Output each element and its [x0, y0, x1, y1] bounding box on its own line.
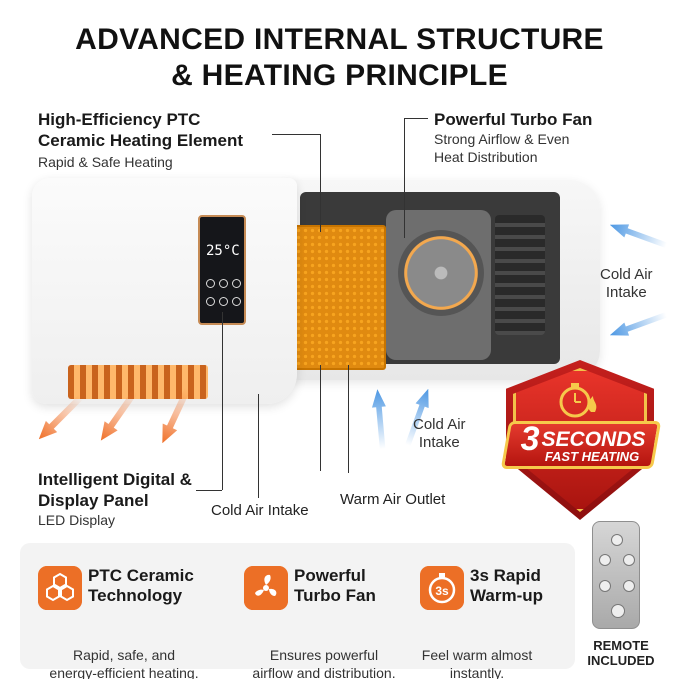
leader-line — [272, 134, 320, 135]
leader-line — [404, 118, 405, 238]
led-display-panel: 25°C — [198, 215, 246, 325]
cold-air-arrow-icon — [607, 218, 668, 252]
title-line-1: ADVANCED INTERNAL STRUCTURE — [75, 23, 604, 56]
page-title: ADVANCED INTERNAL STRUCTURE & HEATING PR… — [0, 22, 679, 94]
ptc-callout: High-Efficiency PTC Ceramic Heating Elem… — [38, 110, 244, 170]
display-callout: Intelligent Digital & Display Panel LED … — [38, 470, 192, 528]
stopwatch-flame-icon — [559, 383, 597, 418]
display-button-icon — [219, 279, 228, 288]
cold-air-intake-right-callout: Cold Air Intake — [600, 266, 653, 301]
display-button-icon — [206, 297, 215, 306]
ptc-heating-element — [286, 225, 386, 370]
leader-line — [320, 365, 321, 471]
cold-air-intake-bottom-callout: Cold Air Intake — [211, 502, 309, 519]
timer-3s-icon: 3s — [420, 566, 464, 610]
heater-circuit-block — [495, 215, 545, 335]
badge-seconds-text: 3SECONDS — [520, 420, 646, 458]
remote-button-icon — [623, 554, 635, 566]
remote-control — [592, 521, 640, 629]
leader-line — [348, 365, 349, 473]
remote-button-icon — [599, 554, 611, 566]
display-temperature: 25°C — [206, 243, 240, 259]
remote-button-icon — [599, 580, 611, 592]
remote-button-icon — [623, 580, 635, 592]
cold-air-arrow-icon — [607, 308, 668, 342]
svg-text:3s: 3s — [435, 584, 449, 598]
title-line-2: & HEATING PRINCIPLE — [171, 59, 508, 92]
warm-air-outlet-callout: Warm Air Outlet — [340, 491, 446, 508]
fan-icon — [244, 566, 288, 610]
fan-blade-icon — [398, 230, 484, 316]
honeycomb-icon — [38, 566, 82, 610]
leader-line — [222, 312, 223, 490]
display-button-icon — [232, 279, 241, 288]
features-panel — [20, 543, 575, 669]
fan-callout: Powerful Turbo Fan Strong Airflow & Even… — [434, 110, 593, 165]
leader-line — [404, 118, 428, 119]
display-button-icon — [232, 297, 241, 306]
cold-air-intake-middle-callout: Cold Air Intake — [413, 416, 466, 451]
leader-line — [258, 394, 259, 498]
leader-line — [320, 134, 321, 232]
leader-line — [196, 490, 222, 491]
remote-included-label: REMOTE INCLUDED — [587, 638, 655, 668]
power-icon — [611, 604, 625, 618]
badge-tagline: FAST HEATING — [544, 449, 640, 464]
cold-air-arrow-icon — [370, 389, 389, 450]
display-button-icon — [206, 279, 215, 288]
display-button-icon — [219, 297, 228, 306]
remote-button-icon — [611, 534, 623, 546]
